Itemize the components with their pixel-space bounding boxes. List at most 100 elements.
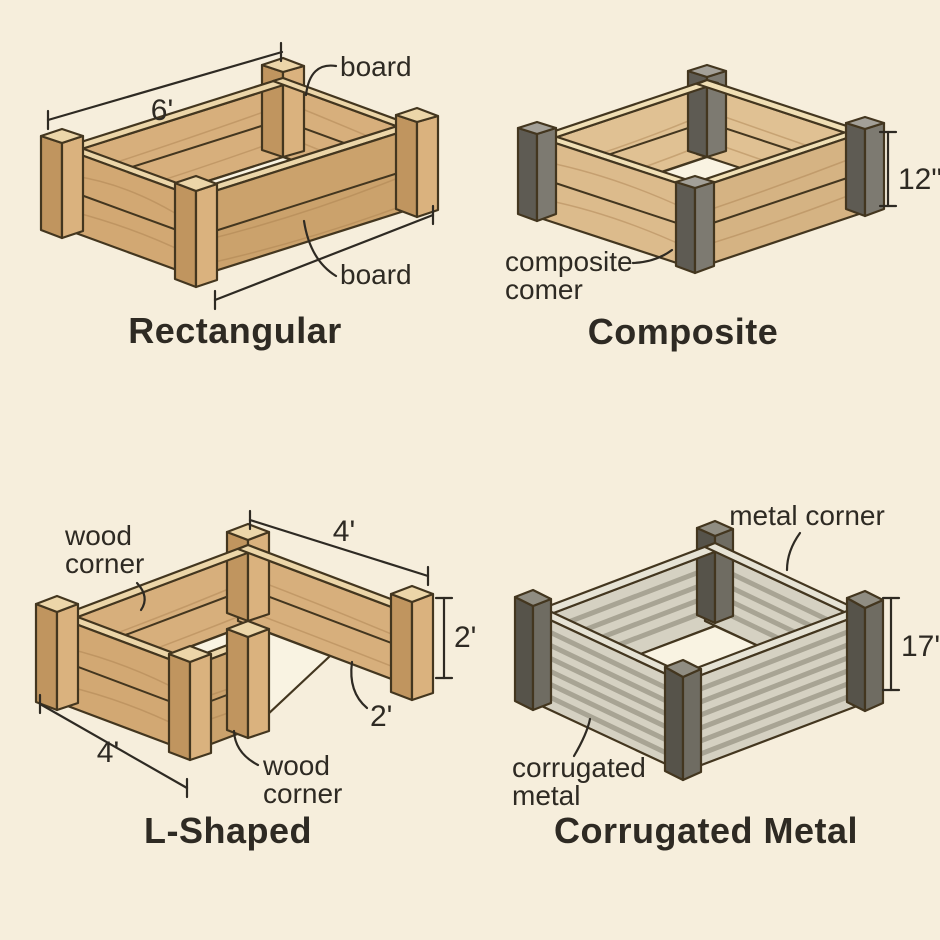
post-top bbox=[695, 519, 735, 538]
dim-label: 2' bbox=[454, 621, 476, 654]
post-face bbox=[845, 596, 867, 713]
post-face bbox=[516, 126, 539, 223]
dim-label: 4' bbox=[333, 515, 355, 548]
leader-line bbox=[631, 248, 674, 265]
post-face bbox=[863, 121, 886, 218]
front-corner-post bbox=[663, 658, 703, 782]
post-face bbox=[415, 114, 440, 219]
post-top bbox=[39, 127, 85, 145]
board-label-front: board bbox=[340, 259, 412, 290]
post-top bbox=[516, 120, 558, 136]
post-top bbox=[674, 174, 716, 190]
bed-l-shaped: 4' 2' 2' 4' wood corner wood corner L-Sh… bbox=[34, 509, 476, 851]
stripe bbox=[533, 622, 683, 698]
stripe bbox=[684, 662, 864, 737]
back-dimension: 4' bbox=[248, 509, 430, 587]
post-face bbox=[863, 598, 885, 713]
board-seam bbox=[61, 187, 197, 238]
post-face bbox=[674, 180, 697, 275]
board-seam bbox=[56, 658, 191, 710]
stripe bbox=[533, 687, 683, 763]
grain-line bbox=[702, 191, 859, 247]
dim-label: 12" bbox=[898, 163, 940, 196]
post-top bbox=[173, 174, 219, 193]
post-top bbox=[260, 56, 306, 74]
post-top bbox=[394, 106, 440, 124]
front-dimension bbox=[213, 204, 435, 311]
dim-label: 6' bbox=[151, 94, 173, 127]
leader-line bbox=[304, 64, 338, 97]
post-top bbox=[845, 589, 885, 610]
bed-corrugated-metal: metal corner 17' corrugated metal Corrug… bbox=[512, 500, 940, 851]
wood-corner-front-label-line2: corner bbox=[263, 778, 342, 809]
left-corner-post bbox=[34, 594, 80, 712]
post-top bbox=[663, 658, 703, 679]
leader-line bbox=[302, 219, 338, 278]
post-face bbox=[531, 597, 553, 712]
post-face bbox=[681, 667, 703, 782]
back-corner-post bbox=[686, 63, 728, 159]
right-corner-post bbox=[845, 589, 885, 713]
post-face bbox=[410, 592, 435, 702]
stripe bbox=[684, 675, 864, 750]
post-top bbox=[844, 115, 886, 131]
back-corner-post bbox=[260, 56, 306, 159]
corrugation-lines bbox=[684, 623, 864, 763]
board-seam bbox=[195, 166, 418, 238]
wood-corner-back-label-line1: wood bbox=[64, 520, 132, 551]
board-label-back: board bbox=[340, 51, 412, 82]
height-dimension: 17' bbox=[881, 596, 940, 692]
front-corner-post bbox=[173, 174, 219, 289]
post-top bbox=[225, 522, 271, 542]
back-corner-post bbox=[695, 519, 735, 625]
dim-line bbox=[46, 50, 284, 122]
wall-dimension-callout: 2' bbox=[350, 660, 392, 733]
height-dimension: 2' bbox=[434, 596, 476, 680]
post-top bbox=[686, 63, 728, 79]
post-face bbox=[55, 602, 80, 712]
metal-corner-label: metal corner bbox=[729, 500, 885, 531]
left-corner-post bbox=[513, 588, 553, 712]
post-face bbox=[173, 181, 198, 289]
corrugated-metal-label-line1: corrugated bbox=[512, 752, 646, 783]
leader-line bbox=[572, 717, 592, 758]
composite-corner-label-line2: comer bbox=[505, 274, 583, 305]
wood-corner-back-label-line2: corner bbox=[65, 548, 144, 579]
stripe bbox=[544, 560, 724, 634]
dim-label: 2' bbox=[370, 700, 392, 733]
corrugation-lines bbox=[533, 622, 683, 763]
bed-title-l-shaped: L-Shaped bbox=[144, 810, 312, 851]
stripe bbox=[684, 688, 864, 763]
side-dimension: 4' bbox=[38, 693, 189, 799]
stripe bbox=[684, 649, 864, 724]
right-corner-post bbox=[844, 115, 886, 218]
bed-composite: 12" composite comer Composite bbox=[505, 63, 940, 352]
length-dimension: 6' bbox=[46, 41, 284, 131]
right-end-post bbox=[389, 584, 435, 702]
height-dimension: 12" bbox=[878, 130, 940, 208]
stripe bbox=[533, 661, 683, 737]
dim-line bbox=[38, 702, 189, 790]
leader-line bbox=[232, 729, 260, 767]
post-face bbox=[194, 182, 219, 289]
grain-line bbox=[205, 173, 409, 241]
post-face bbox=[225, 627, 250, 740]
post-face bbox=[246, 627, 271, 740]
bed-title-rectangular: Rectangular bbox=[128, 310, 342, 351]
post-top bbox=[34, 594, 80, 614]
post-face bbox=[34, 602, 59, 712]
left-corner-post bbox=[39, 127, 85, 240]
stripe bbox=[533, 648, 683, 724]
right-corner-post bbox=[394, 106, 440, 219]
bed-title-corrugated-metal: Corrugated Metal bbox=[554, 810, 858, 851]
dim-label: 4' bbox=[97, 736, 119, 769]
post-face bbox=[389, 592, 414, 702]
post-face bbox=[693, 180, 716, 275]
dim-label: 17' bbox=[901, 630, 940, 663]
post-face bbox=[188, 652, 213, 762]
post-face bbox=[60, 134, 85, 240]
grain-line bbox=[205, 202, 411, 265]
dim-line bbox=[213, 213, 435, 302]
leader-line bbox=[785, 531, 802, 572]
leader-line bbox=[135, 581, 146, 612]
